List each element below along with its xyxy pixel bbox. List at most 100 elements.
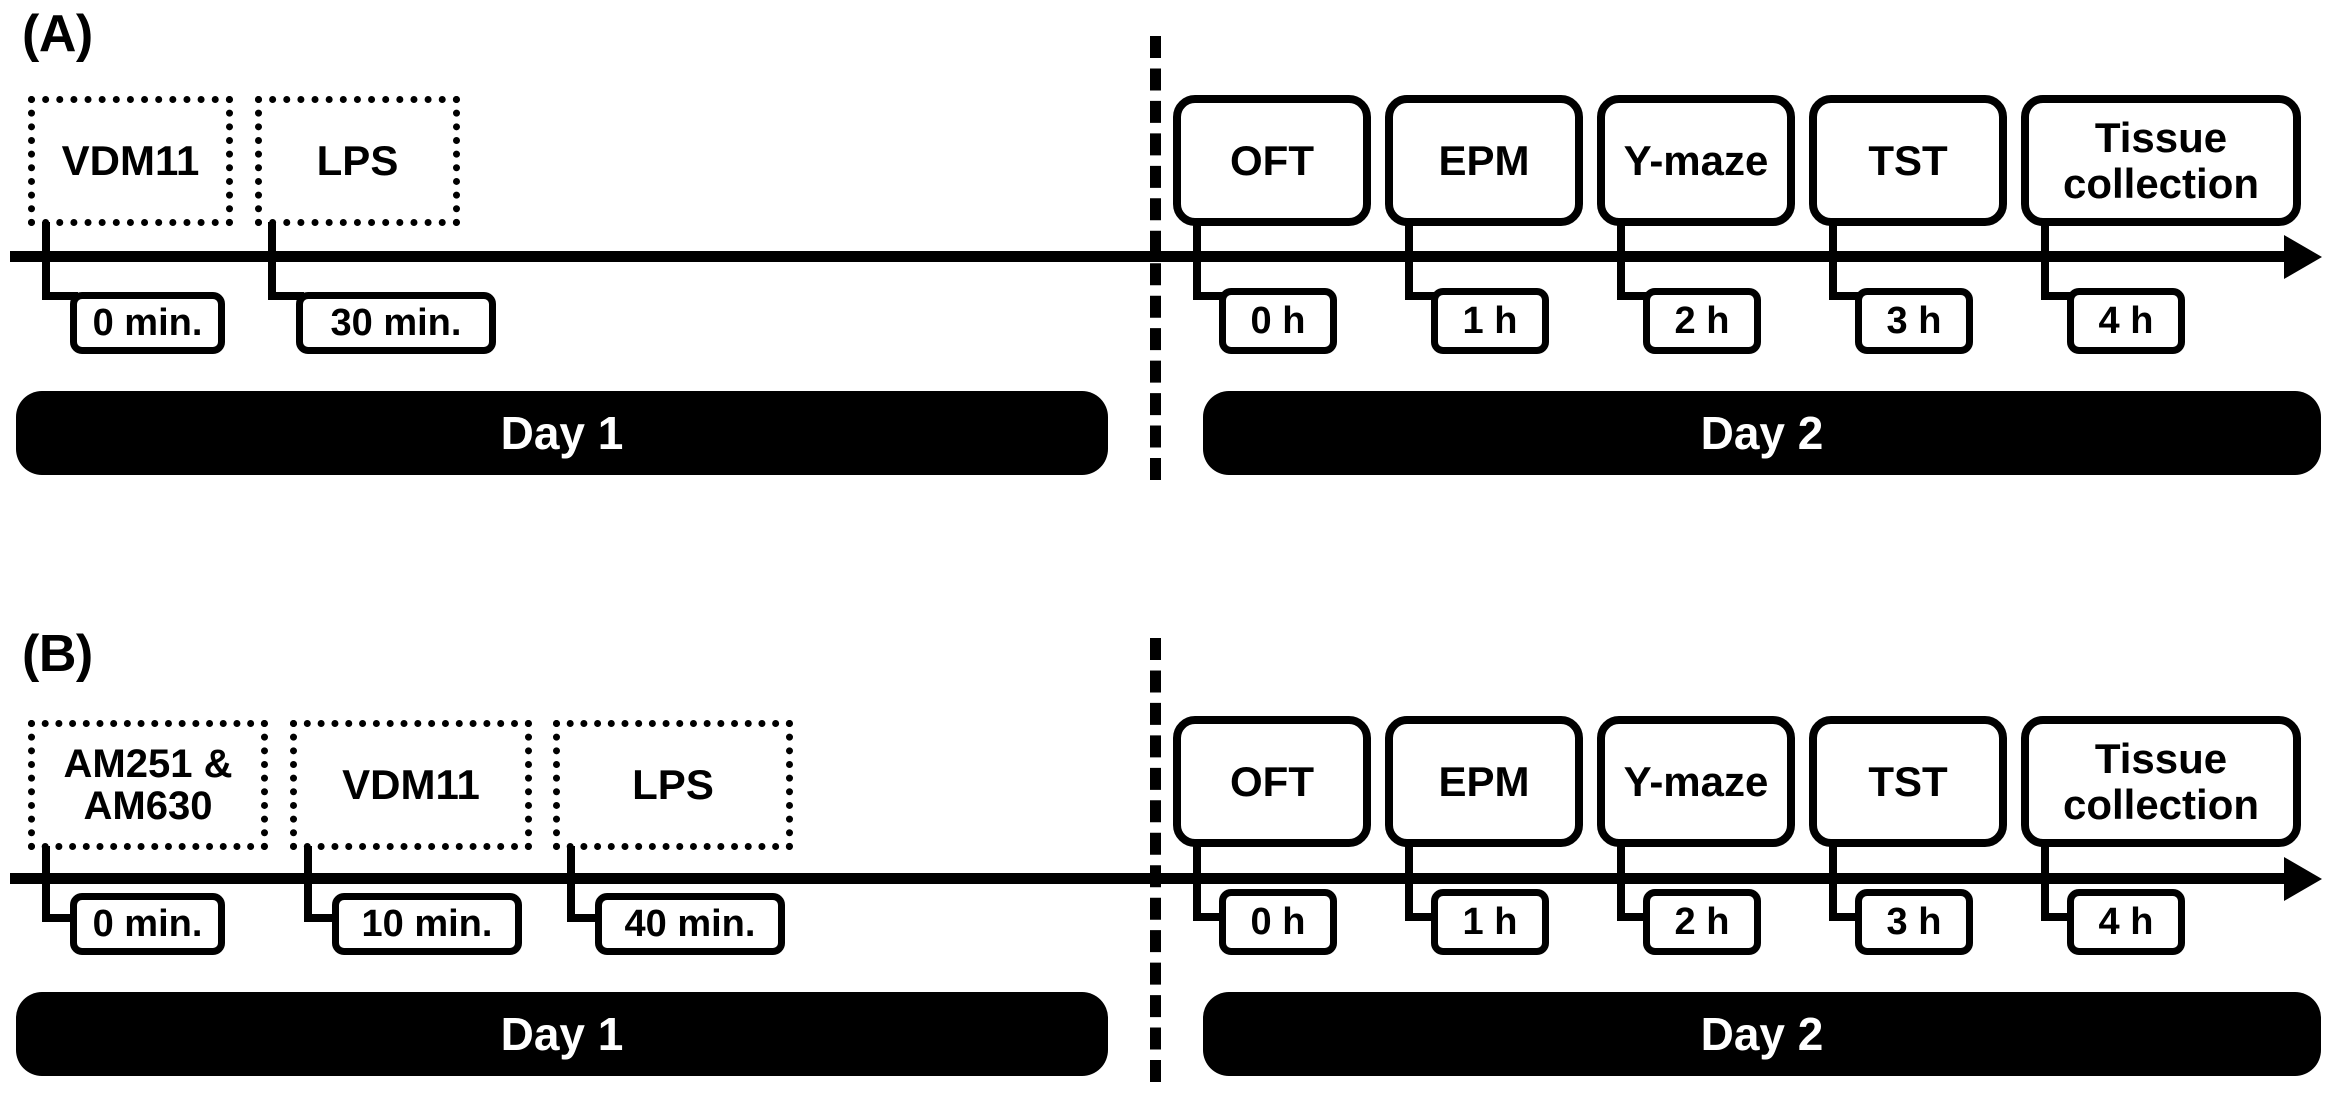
panel-b-treatment-box-vdm11: VDM11 (290, 720, 532, 850)
time-label: 0 h (1250, 900, 1306, 943)
test-label: OFT (1230, 757, 1314, 805)
panel-a-connector-oft (1193, 222, 1201, 300)
panel-b-timeline (10, 873, 2288, 884)
test-label: OFT (1230, 136, 1314, 184)
panel-a-test-box-y-maze: Y-maze (1597, 95, 1795, 226)
panel-a-test-box-epm: EPM (1385, 95, 1583, 226)
panel-a-connector-vdm11 (42, 222, 50, 300)
panel-b-connector-elbow-tissue-collection (2041, 913, 2075, 921)
time-label: 4 h (2098, 299, 2154, 342)
time-label: 1 h (1462, 900, 1518, 943)
time-label: 3 h (1886, 299, 1942, 342)
panel-b-connector-lps (567, 846, 575, 922)
panel-b-day2-bar: Day 2 (1203, 992, 2321, 1076)
panel-a-connector-elbow-vdm11 (42, 292, 78, 300)
panel-b-time-box-0min: 0 min. (70, 893, 225, 955)
day-label: Day 2 (1700, 1008, 1824, 1060)
panel-b-connector-elbow-vdm11 (304, 914, 340, 922)
panel-a-time-box-3h: 3 h (1855, 288, 1973, 354)
panel-b-time-box-2h: 2 h (1643, 889, 1761, 955)
test-label: TST (1868, 757, 1948, 805)
panel-b-connector-vdm11 (304, 846, 312, 922)
treatment-label: VDM11 (342, 760, 480, 808)
time-label: 1 h (1462, 299, 1518, 342)
panel-a-time-box-0h: 0 h (1219, 288, 1337, 354)
time-label: 0 min. (92, 301, 203, 344)
panel-b-connector-tissue-collection (2041, 843, 2049, 921)
panel-b-treatment-box-lps: LPS (553, 720, 793, 850)
panel-a-connector-elbow-y-maze (1617, 292, 1651, 300)
panel-b-test-box-tst: TST (1809, 716, 2007, 847)
panel-a-time-box-30min: 30 min. (296, 292, 496, 354)
panel-a-time-box-1h: 1 h (1431, 288, 1549, 354)
panel-a-time-box-2h: 2 h (1643, 288, 1761, 354)
panel-a-connector-tissue-collection (2041, 222, 2049, 300)
test-label: Y-maze (1623, 757, 1769, 805)
test-label: Tissue collection (2062, 735, 2260, 828)
panel-a-treatment-box-vdm11: VDM11 (28, 96, 233, 226)
treatment-label: LPS (316, 136, 399, 184)
panel-b-connector-elbow-tst (1829, 913, 1863, 921)
panel-a-day2-bar: Day 2 (1203, 391, 2321, 475)
panel-b-time-box-4h: 4 h (2067, 889, 2185, 955)
test-label: EPM (1438, 757, 1530, 805)
panel-a-test-box-tissue-collection: Tissue collection (2021, 95, 2301, 226)
panel-a-connector-elbow-tissue-collection (2041, 292, 2075, 300)
panel-a-connector-elbow-tst (1829, 292, 1863, 300)
time-label: 3 h (1886, 900, 1942, 943)
panel-a-day1-bar: Day 1 (16, 391, 1108, 475)
panel-b-connector-elbow-lps (567, 914, 603, 922)
panel-b-time-box-1h: 1 h (1431, 889, 1549, 955)
panel-b-label: (B) (22, 625, 93, 683)
test-label: TST (1868, 136, 1948, 184)
treatment-label: LPS (632, 760, 714, 808)
panel-a-timeline (10, 251, 2288, 262)
panel-b-connector-elbow-epm (1405, 913, 1439, 921)
panel-b-connector-oft (1193, 843, 1201, 921)
panel-a-timeline-arrowhead (2284, 235, 2322, 279)
test-label: Y-maze (1623, 136, 1769, 184)
panel-b-test-box-y-maze: Y-maze (1597, 716, 1795, 847)
panel-a-test-box-oft: OFT (1173, 95, 1371, 226)
panel-b-day1-bar: Day 1 (16, 992, 1108, 1076)
panel-b-time-box-10min: 10 min. (332, 893, 522, 955)
treatment-label: AM251 & AM630 (63, 742, 233, 828)
panel-b-connector-elbow-am251-am630 (42, 914, 78, 922)
day-label: Day 2 (1700, 407, 1824, 459)
panel-b-connector-y-maze (1617, 843, 1625, 921)
panel-b-connector-elbow-oft (1193, 913, 1227, 921)
panel-a-connector-lps (268, 222, 276, 300)
time-label: 0 min. (92, 902, 203, 945)
panel-a-test-box-tst: TST (1809, 95, 2007, 226)
panel-b-connector-elbow-y-maze (1617, 913, 1651, 921)
time-label: 40 min. (624, 902, 756, 945)
treatment-label: VDM11 (61, 136, 200, 184)
panel-a-connector-elbow-oft (1193, 292, 1227, 300)
time-label: 2 h (1674, 299, 1730, 342)
panel-a-treatment-box-lps: LPS (255, 96, 460, 226)
day-label: Day 1 (500, 407, 624, 459)
panel-a-connector-y-maze (1617, 222, 1625, 300)
panel-b-treatment-box-am251-am630: AM251 & AM630 (28, 720, 268, 850)
time-label: 30 min. (330, 301, 462, 344)
panel-a-time-box-4h: 4 h (2067, 288, 2185, 354)
panel-b-time-box-0h: 0 h (1219, 889, 1337, 955)
time-label: 2 h (1674, 900, 1730, 943)
panel-a-day-divider (1150, 36, 1161, 480)
time-label: 4 h (2098, 900, 2154, 943)
panel-b-test-box-oft: OFT (1173, 716, 1371, 847)
panel-a-connector-elbow-lps (268, 292, 304, 300)
panel-b-connector-am251-am630 (42, 846, 50, 922)
time-label: 0 h (1250, 299, 1306, 342)
panel-a-connector-epm (1405, 222, 1413, 300)
panel-b-test-box-tissue-collection: Tissue collection (2021, 716, 2301, 847)
panel-b-timeline-arrowhead (2284, 857, 2322, 901)
panel-b-time-box-3h: 3 h (1855, 889, 1973, 955)
panel-a-connector-tst (1829, 222, 1837, 300)
panel-b-connector-epm (1405, 843, 1413, 921)
day-label: Day 1 (500, 1008, 624, 1060)
test-label: EPM (1438, 136, 1530, 184)
test-label: Tissue collection (2062, 114, 2260, 207)
panel-a-time-box-0min: 0 min. (70, 292, 225, 354)
time-label: 10 min. (361, 902, 493, 945)
